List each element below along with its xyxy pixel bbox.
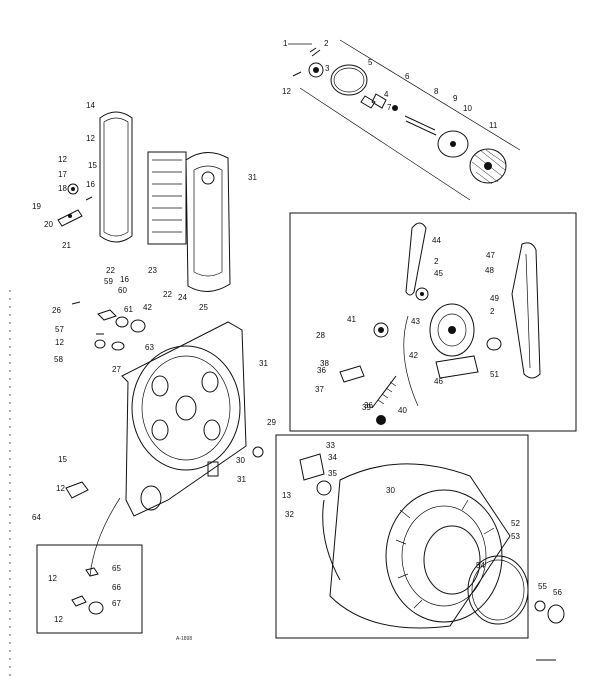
callout: 58 [54, 355, 63, 364]
callout: 36 [317, 366, 326, 375]
callout: 64 [32, 513, 41, 522]
callout: 51 [490, 370, 499, 379]
drum-box-frame [275, 434, 529, 639]
callout: 15 [58, 455, 67, 464]
callout: 52 [511, 519, 520, 528]
callout: 2 [324, 39, 329, 48]
callout: 18 [58, 184, 67, 193]
callout: 12 [282, 87, 291, 96]
callout: 31 [237, 475, 246, 484]
callout: 56 [553, 588, 562, 597]
callout: 63 [145, 343, 154, 352]
callout: 40 [398, 406, 407, 415]
inset-frame [36, 544, 143, 634]
callout: 60 [118, 286, 127, 295]
callout: 29 [267, 418, 276, 427]
callout: 48 [485, 266, 494, 275]
callout: 42 [143, 303, 152, 312]
callout: 8 [434, 87, 439, 96]
callout: 16 [86, 180, 95, 189]
callout: 36 [364, 401, 373, 410]
callout: 19 [32, 202, 41, 211]
callout: 23 [148, 266, 157, 275]
callout: 12 [48, 574, 57, 583]
motor-assembly [289, 212, 577, 432]
callout: 28 [316, 331, 325, 340]
callout: 4 [384, 90, 389, 99]
callout: 10 [463, 104, 472, 113]
callout: 12 [58, 155, 67, 164]
callout: 17 [58, 170, 67, 179]
callout: 2 [490, 307, 495, 316]
callout: 30 [236, 456, 245, 465]
callout: 55 [538, 582, 547, 591]
callout: 6 [405, 72, 410, 81]
callout: 43 [411, 317, 420, 326]
callout: 26 [52, 306, 61, 315]
callout: 5 [368, 58, 373, 67]
callout: 9 [453, 94, 458, 103]
callout: 54 [476, 561, 485, 570]
callout: 59 [104, 277, 113, 286]
callout: 22 [106, 266, 115, 275]
callout: 38 [320, 359, 329, 368]
callout: 12 [86, 134, 95, 143]
callout: 61 [124, 305, 133, 314]
callout: 34 [328, 453, 337, 462]
callout: 42 [409, 351, 418, 360]
callout: 31 [248, 173, 257, 182]
callout: 16 [120, 275, 129, 284]
callout: 21 [62, 241, 71, 250]
callout: 32 [285, 510, 294, 519]
callout: 12 [54, 615, 63, 624]
callout: 14 [86, 101, 95, 110]
callout: 24 [178, 293, 187, 302]
callout: 65 [112, 564, 121, 573]
callout: 35 [328, 469, 337, 478]
callout: 53 [511, 532, 520, 541]
knob-inset [36, 544, 143, 634]
callout: 11 [489, 121, 498, 130]
callout: 31 [259, 359, 268, 368]
drum-assembly [252, 434, 565, 661]
stamp-text: A-1898 [176, 636, 192, 642]
bulkhead-assembly [9, 290, 247, 676]
callout-labels: 1 2 3 4 5 6 7 8 9 10 11 12 12 12 12 12 1… [32, 39, 562, 642]
callout: 57 [55, 325, 64, 334]
front-panel-assembly [57, 111, 231, 292]
callout: 13 [282, 491, 291, 500]
callout: 25 [199, 303, 208, 312]
callout: 33 [326, 441, 335, 450]
callout: 27 [112, 365, 121, 374]
callout: 20 [44, 220, 53, 229]
callout: 3 [325, 64, 330, 73]
callout: 37 [315, 385, 324, 394]
callout: 45 [434, 269, 443, 278]
callout: 2 [434, 257, 439, 266]
callout: 22 [163, 290, 172, 299]
callout: 39 [362, 403, 371, 412]
callout: 67 [112, 599, 121, 608]
callout: 7 [387, 103, 392, 112]
callout: 66 [112, 583, 121, 592]
callout: 30 [386, 486, 395, 495]
callout: 41 [347, 315, 356, 324]
control-parts [71, 301, 146, 351]
callout: 12 [55, 338, 64, 347]
callout: 44 [432, 236, 441, 245]
blower-assembly [288, 39, 521, 201]
callout: 49 [490, 294, 499, 303]
callout: 12 [56, 484, 65, 493]
callout: 47 [486, 251, 495, 260]
callout: 1 [283, 39, 288, 48]
callout: 46 [434, 377, 443, 386]
callout: 15 [88, 161, 97, 170]
motor-box-frame [289, 212, 577, 432]
